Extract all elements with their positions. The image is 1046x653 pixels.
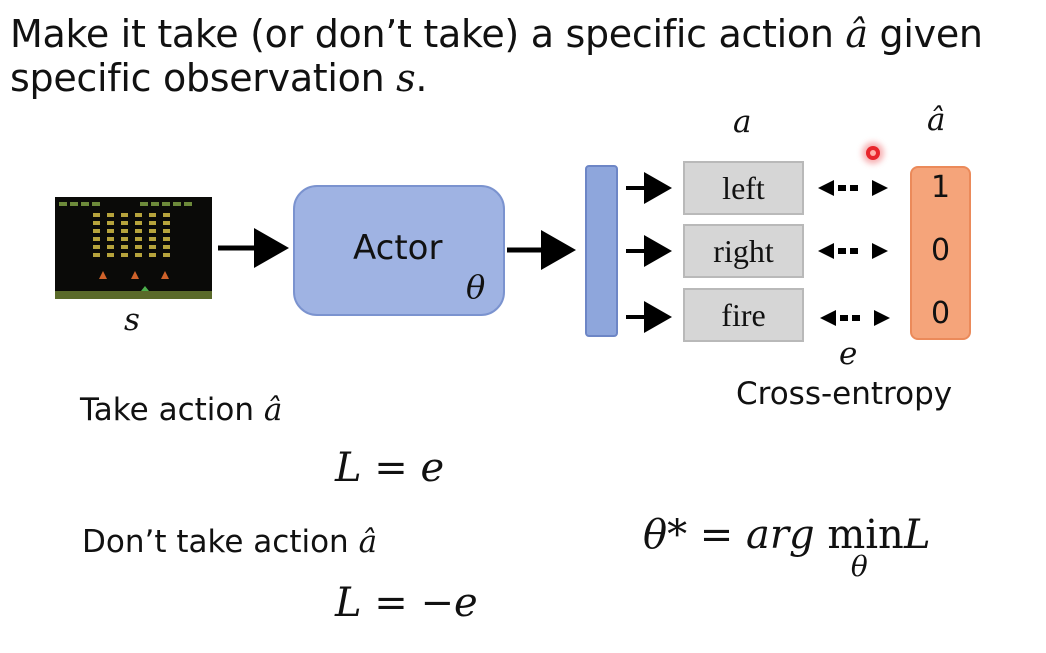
target-value-right: 0	[930, 233, 951, 268]
target-value-fire: 0	[930, 296, 951, 331]
title-a-hat: â	[845, 12, 868, 56]
target-value-left: 1	[930, 170, 951, 205]
title-line1-text: Make it take (or don’t take) a specific …	[10, 12, 834, 56]
actor-output-vector	[585, 165, 618, 337]
error-label-e: e	[839, 336, 858, 372]
loss-equation-take: L = e	[335, 445, 445, 491]
action-box-right: right	[683, 224, 804, 278]
theta-star-lhs: θ* = arg	[643, 512, 815, 558]
compare-arrow-fire	[820, 310, 890, 326]
dont-take-action-caption: Don’t take action â	[82, 524, 377, 560]
title-line2-text: specific observation	[10, 56, 385, 100]
actor-label: Actor	[353, 228, 443, 268]
min-text: min	[827, 512, 904, 558]
action-box-fire: fire	[683, 288, 804, 342]
action-box-left: left	[683, 161, 804, 215]
dont-take-action-symbol: â	[358, 524, 378, 560]
theta-star-rhs: L	[904, 512, 931, 558]
min-operator: min θ	[827, 512, 903, 583]
actor-parameter-theta: θ	[466, 268, 486, 306]
space-invaders-observation-image	[55, 197, 212, 299]
compare-arrow-right	[818, 243, 888, 259]
min-subscript-theta: θ	[850, 550, 868, 583]
target-one-hot-vector	[910, 166, 971, 340]
optimization-equation: θ* = arg min θ L	[643, 512, 931, 583]
slide-title: Make it take (or don’t take) a specific …	[10, 12, 983, 100]
game-screen-graphic	[55, 197, 212, 299]
actor-network-box	[293, 185, 505, 316]
loss-equation-dont-take: L = −e	[335, 580, 478, 626]
target-label-a-hat: â	[927, 102, 946, 138]
title-line1-suffix: given	[879, 12, 983, 56]
title-period: .	[415, 56, 428, 100]
laser-pointer-dot	[866, 146, 880, 160]
dont-take-action-text: Don’t take action	[82, 524, 349, 560]
take-action-symbol: â	[263, 392, 283, 428]
take-action-text: Take action	[80, 392, 254, 428]
compare-arrow-left	[818, 180, 888, 196]
take-action-caption: Take action â	[80, 392, 282, 428]
loss-name-cross-entropy: Cross-entropy	[736, 376, 953, 412]
observation-label: s	[124, 302, 140, 338]
output-label-a: a	[733, 104, 752, 140]
title-s: s	[396, 56, 416, 100]
